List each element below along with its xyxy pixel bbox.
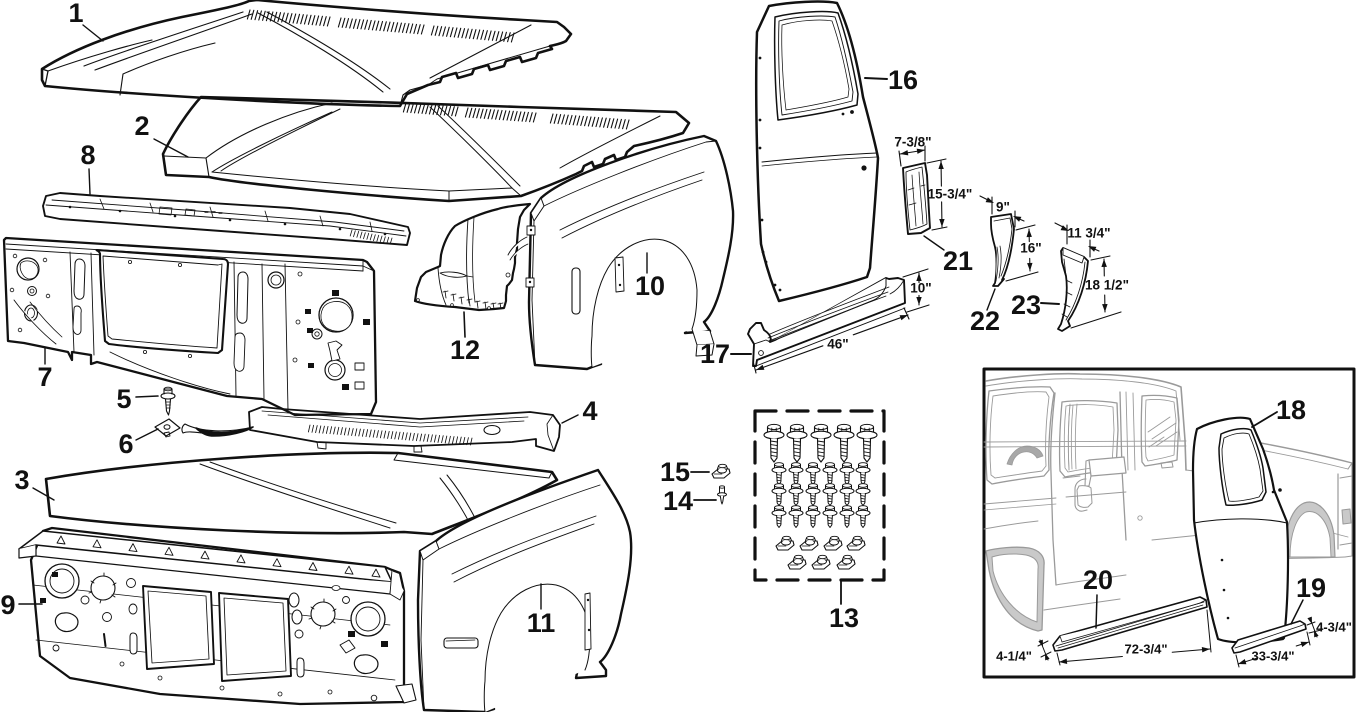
svg-text:72-3/4": 72-3/4"	[1124, 642, 1167, 657]
svg-text:15-3/4": 15-3/4"	[928, 187, 973, 202]
svg-text:2: 2	[134, 111, 149, 141]
svg-text:8: 8	[80, 140, 95, 170]
svg-text:13: 13	[829, 603, 859, 633]
svg-text:4-1/4": 4-1/4"	[996, 649, 1032, 664]
svg-text:6: 6	[118, 429, 133, 459]
svg-text:18 1/2": 18 1/2"	[1085, 278, 1129, 293]
svg-text:3: 3	[14, 465, 29, 495]
svg-text:9: 9	[0, 590, 15, 620]
svg-text:7: 7	[37, 362, 52, 392]
svg-text:10": 10"	[910, 281, 931, 296]
svg-text:4-3/4": 4-3/4"	[1316, 620, 1352, 635]
svg-text:12: 12	[450, 335, 480, 365]
svg-text:20: 20	[1083, 565, 1113, 595]
svg-text:21: 21	[943, 246, 973, 276]
svg-text:46": 46"	[827, 337, 848, 352]
svg-text:11 3/4": 11 3/4"	[1067, 226, 1110, 241]
svg-text:16: 16	[888, 65, 918, 95]
svg-text:22: 22	[970, 306, 1000, 336]
svg-text:9": 9"	[996, 200, 1010, 215]
svg-text:15: 15	[660, 457, 690, 487]
svg-text:5: 5	[116, 384, 131, 414]
svg-text:33-3/4": 33-3/4"	[1251, 649, 1294, 664]
svg-text:4: 4	[582, 396, 597, 426]
svg-text:14: 14	[663, 486, 693, 516]
svg-text:17: 17	[700, 339, 730, 369]
svg-text:23: 23	[1011, 290, 1041, 320]
svg-text:1: 1	[68, 0, 83, 28]
svg-text:19: 19	[1296, 573, 1326, 603]
svg-text:7-3/8": 7-3/8"	[894, 135, 931, 150]
svg-text:18: 18	[1276, 395, 1306, 425]
svg-text:11: 11	[527, 608, 556, 638]
svg-text:10: 10	[635, 271, 665, 301]
svg-text:16": 16"	[1020, 241, 1041, 256]
